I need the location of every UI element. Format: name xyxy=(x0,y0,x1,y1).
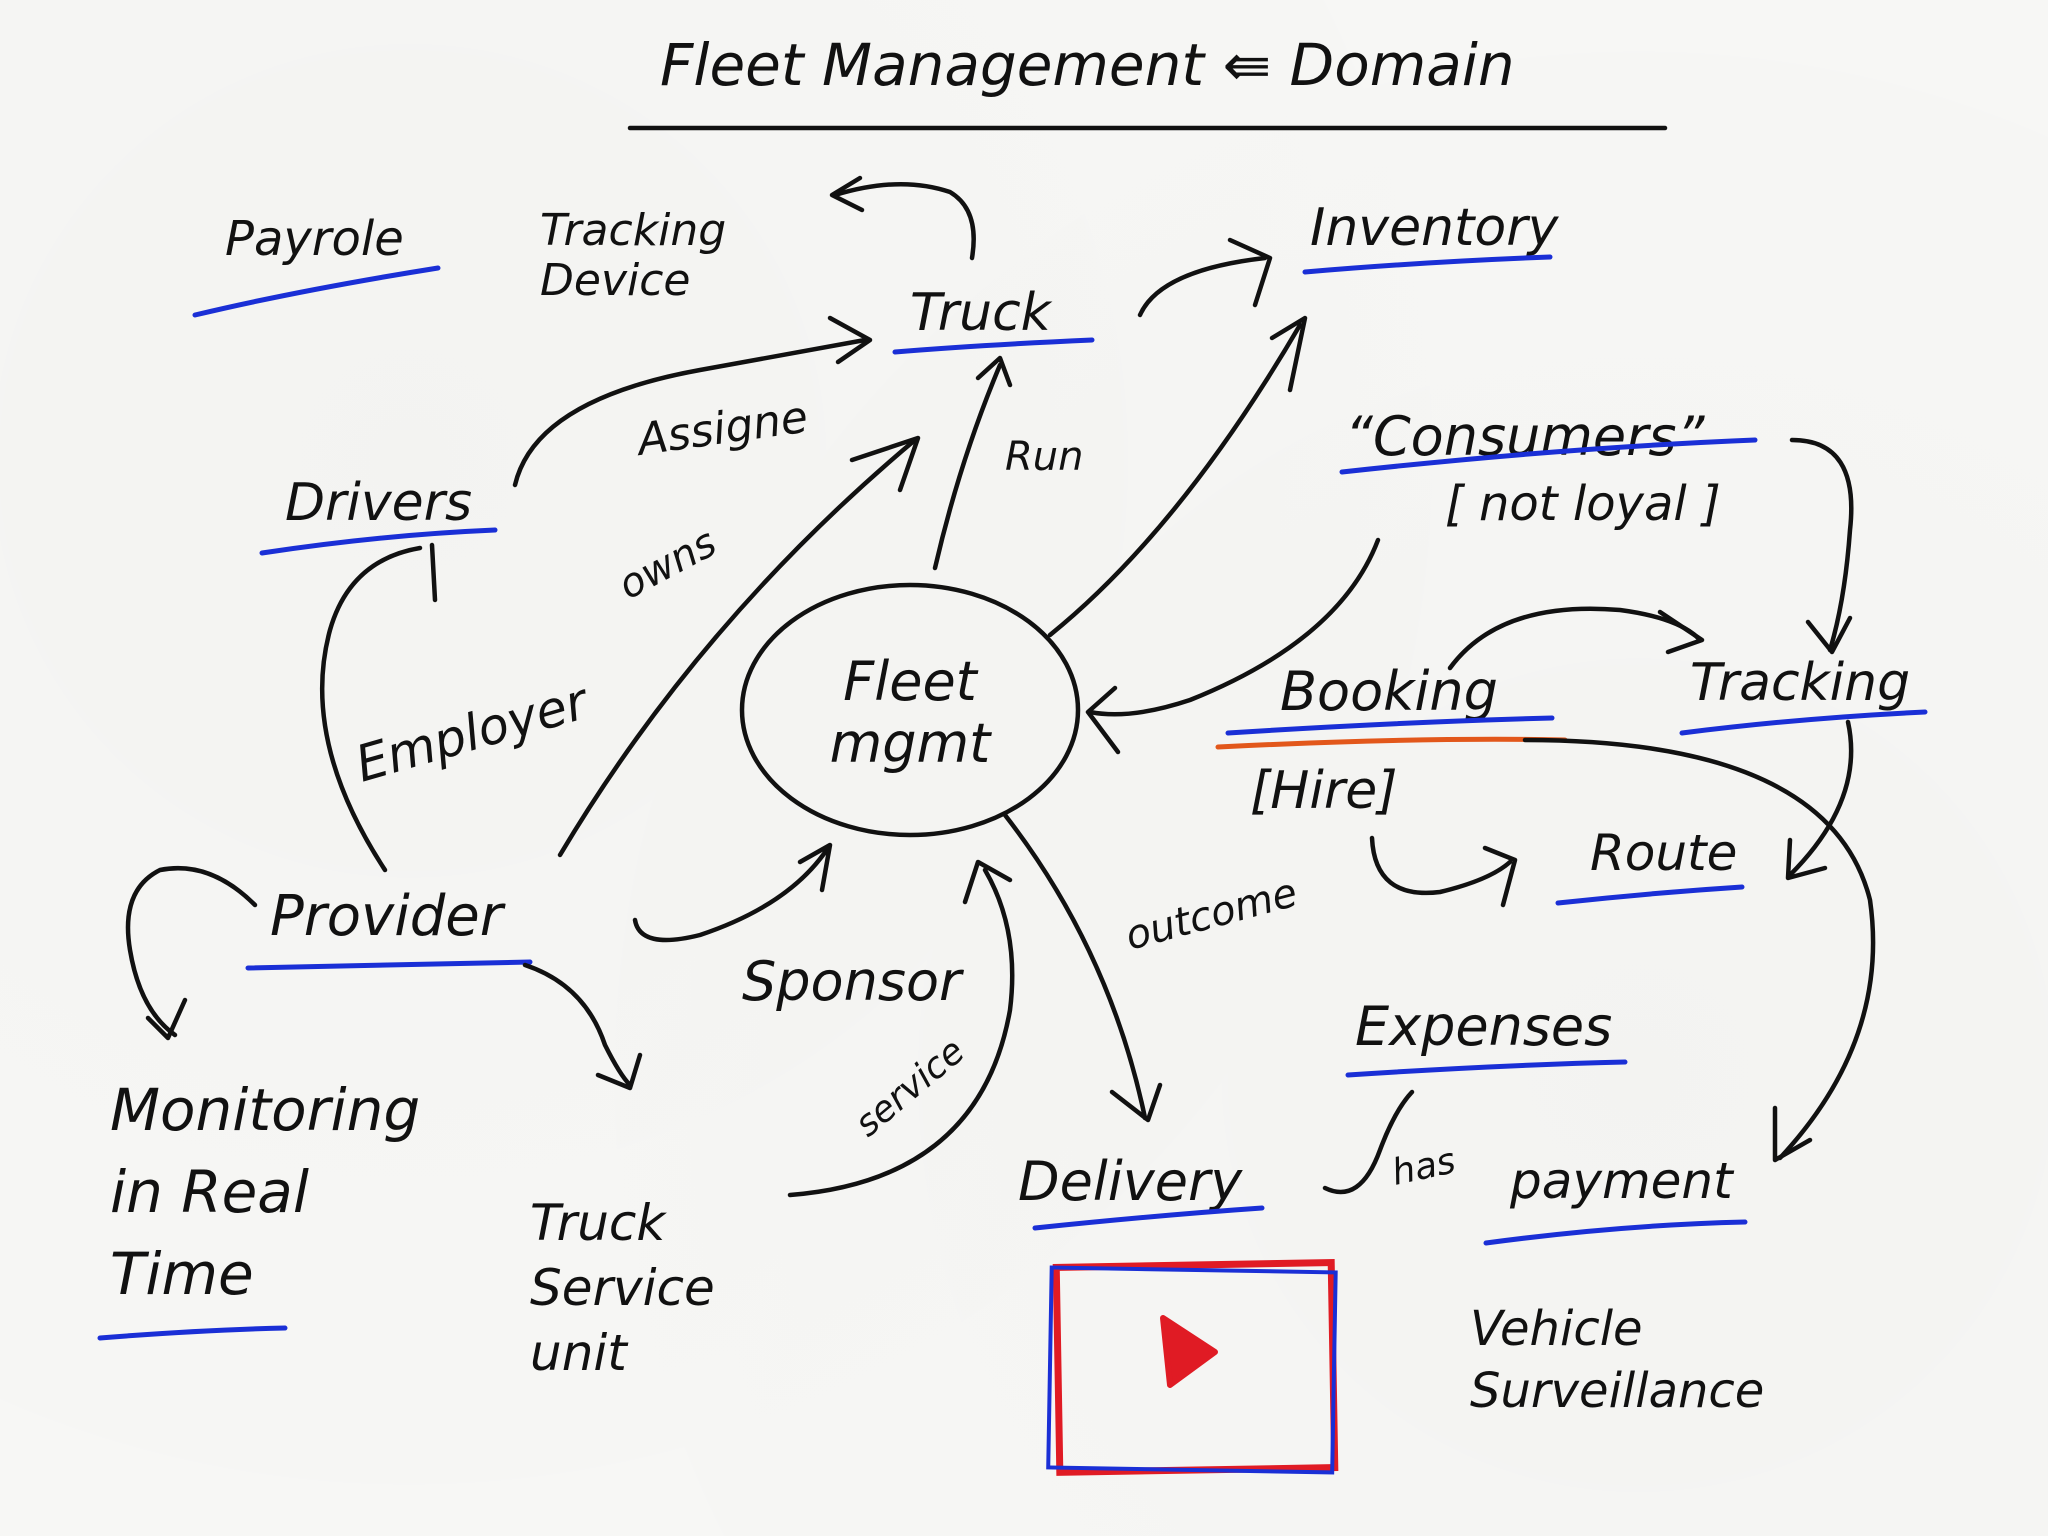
node-booking: Booking xyxy=(1280,660,1498,723)
arrowhead xyxy=(1482,845,1518,908)
edge-consumers-fleet xyxy=(1087,537,1381,717)
edge-fleet-delivery xyxy=(1002,812,1148,1121)
video-play-button[interactable] xyxy=(1046,1259,1339,1476)
node-truck: Truck xyxy=(910,283,1053,343)
edge-truck-inventory xyxy=(1137,255,1268,318)
underline-payrole xyxy=(192,265,441,318)
edge-label-outcome: outcome xyxy=(1121,870,1302,960)
underline-consumers xyxy=(1339,437,1758,475)
diagram-title: Fleet Management ⇚ Domain xyxy=(660,31,1515,99)
node-delivery: Delivery xyxy=(1018,1150,1243,1213)
underline-monitoring xyxy=(97,1325,288,1341)
node-tracking: Tracking xyxy=(1690,653,1910,713)
edge-fleet-truck xyxy=(932,362,1003,571)
edge-label-sponsor: Sponsor xyxy=(742,950,964,1013)
node-payrole: Payrole xyxy=(225,211,404,267)
node-expenses: Expenses xyxy=(1355,995,1612,1058)
node-not-loyal: [ not loyal ] xyxy=(1445,476,1721,532)
edge-provider-truck xyxy=(557,437,918,858)
arrowhead xyxy=(849,435,921,493)
edge-consumers-tracking xyxy=(1789,437,1854,653)
edge-truck-tracking-device xyxy=(832,181,976,261)
edge-label-has: has xyxy=(1388,1140,1459,1193)
arrowhead xyxy=(1227,237,1273,308)
arrowhead xyxy=(1785,837,1828,881)
edge-label-employer: Employer xyxy=(349,671,597,793)
underline-route xyxy=(1555,884,1745,906)
node-provider: Provider xyxy=(270,884,506,949)
node-consumers: “Consumers” xyxy=(1345,405,1705,468)
node-route: Route xyxy=(1590,824,1737,882)
arrow-tick xyxy=(429,542,438,603)
edge-provider-monitoring xyxy=(125,865,258,1038)
arrowhead xyxy=(827,315,873,365)
edge-label-run: Run xyxy=(1005,434,1084,480)
node-inventory: Inventory xyxy=(1310,198,1560,258)
edge-provider-fleet xyxy=(632,845,831,943)
edge-drivers-truck xyxy=(512,337,868,488)
play-button-icon xyxy=(1160,1315,1218,1388)
arrowhead xyxy=(962,859,1013,905)
orange-underline-booking xyxy=(1215,736,1568,750)
arrowhead xyxy=(829,175,865,213)
arrowhead xyxy=(1657,609,1705,655)
edge-provider-service-unit xyxy=(522,962,633,1088)
node-drivers: Drivers xyxy=(285,473,472,533)
arrowhead xyxy=(1085,685,1121,755)
underline-booking xyxy=(1225,715,1555,736)
underline-delivery xyxy=(1032,1205,1265,1231)
underline-inventory xyxy=(1302,254,1553,275)
edge-booking-payment xyxy=(1522,737,1876,1161)
edge-service-unit-fleet xyxy=(787,867,1015,1198)
fleet-mgmt-circle xyxy=(739,582,1081,838)
arrowhead xyxy=(595,1052,643,1091)
node-hire: [Hire] xyxy=(1250,761,1398,821)
edge-fleet-inventory xyxy=(1047,322,1303,638)
underline-payment xyxy=(1483,1219,1748,1246)
edge-tracking-route xyxy=(1787,719,1854,878)
underline-drivers xyxy=(259,527,498,556)
underline-tracking xyxy=(1679,709,1928,736)
arrowhead xyxy=(797,842,833,893)
edge-hire-route xyxy=(1369,835,1513,896)
arrowhead xyxy=(1269,315,1308,393)
video-frame-blue xyxy=(1046,1265,1338,1475)
underline-truck xyxy=(892,337,1095,355)
edge-label-assigne: Assigne xyxy=(631,392,810,467)
underline-expenses xyxy=(1345,1059,1628,1078)
arrowhead xyxy=(1109,1082,1163,1123)
arrowhead xyxy=(975,355,1013,388)
underline-provider xyxy=(245,959,533,971)
edge-provider-drivers xyxy=(319,545,423,873)
arrowhead xyxy=(145,997,188,1041)
edge-label-owns: owns xyxy=(611,520,724,609)
arrowhead xyxy=(1805,615,1853,655)
edge-delivery-expenses xyxy=(1322,1089,1415,1195)
node-payment: payment xyxy=(1509,1152,1735,1210)
arrowhead xyxy=(1772,1105,1813,1163)
